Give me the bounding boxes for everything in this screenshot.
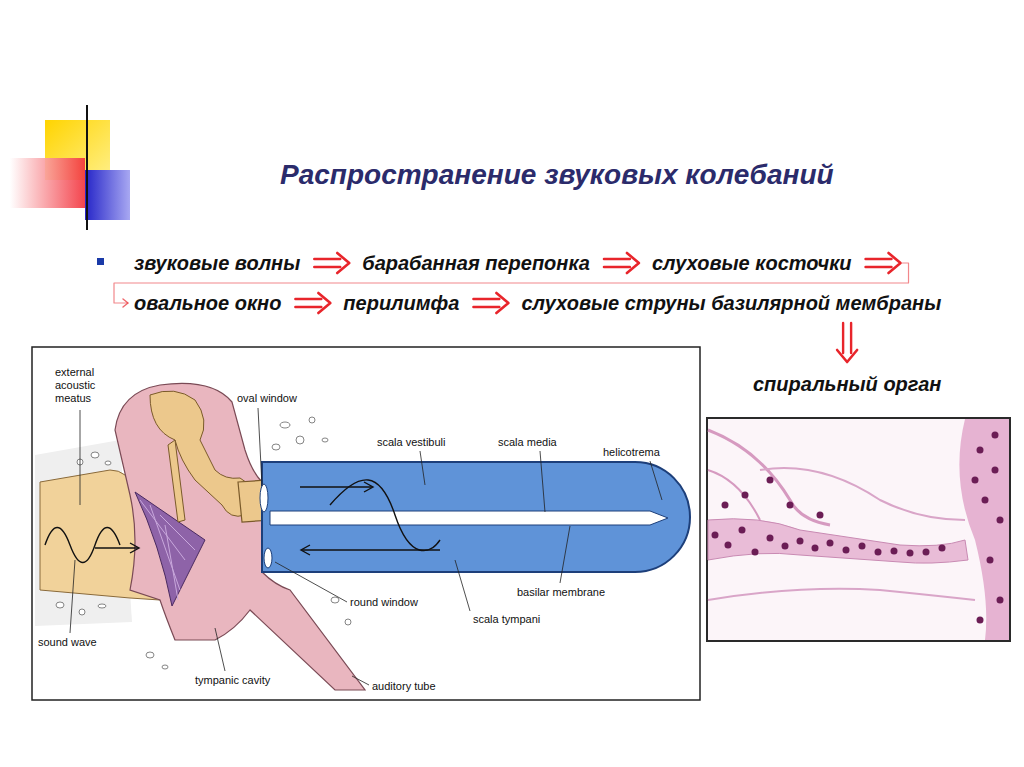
flow-arrow bbox=[314, 253, 349, 273]
part-label: scala tympani bbox=[473, 613, 540, 626]
part-label: basilar membrane bbox=[517, 586, 605, 599]
part-label: auditory tube bbox=[372, 680, 436, 693]
slide-title: Распространение звуковых колебаний bbox=[280, 158, 834, 192]
part-label: round window bbox=[350, 596, 418, 609]
flow-step: барабанная перепонка bbox=[360, 251, 592, 275]
flow-arrow bbox=[295, 293, 330, 313]
flow-step: слуховые струны базилярной мембраны bbox=[519, 291, 943, 315]
step-text: перилимфа bbox=[343, 292, 459, 314]
arrow-stroke bbox=[866, 259, 892, 267]
flow-step: спиральный орган bbox=[751, 372, 943, 396]
part-label: external acoustic meatus bbox=[55, 366, 105, 405]
part-label: scala vestibuli bbox=[377, 436, 445, 449]
arrow-stroke bbox=[496, 293, 508, 313]
step-text: спиральный орган bbox=[753, 373, 941, 395]
leader-lines bbox=[70, 408, 662, 685]
arrow-stroke bbox=[337, 253, 349, 273]
flow-arrow bbox=[473, 293, 508, 313]
arrow-stroke bbox=[295, 299, 321, 307]
arrow-stroke bbox=[837, 350, 857, 362]
flow-step: овальное окно bbox=[132, 291, 283, 315]
histology-image bbox=[707, 418, 1010, 641]
part-label: oval window bbox=[237, 392, 297, 405]
part-label: scala media bbox=[498, 436, 557, 449]
arrow-stroke bbox=[123, 299, 128, 307]
arrow-stroke bbox=[843, 323, 851, 353]
flow-step: слуховые косточки bbox=[650, 251, 854, 275]
step-text: слуховые струны базилярной мембраны bbox=[521, 292, 941, 314]
flow-arrow bbox=[837, 323, 857, 362]
part-label: helicotrema bbox=[603, 446, 660, 459]
part-label: tympanic cavity bbox=[195, 674, 270, 687]
arrow-stroke bbox=[318, 293, 330, 313]
arrow-stroke bbox=[473, 299, 499, 307]
arrow-stroke bbox=[627, 253, 639, 273]
flow-arrow bbox=[604, 253, 639, 273]
ear-drawing bbox=[32, 347, 700, 700]
part-label: sound wave bbox=[38, 636, 97, 649]
flow-step: звуковые волны bbox=[132, 251, 302, 275]
bullet bbox=[97, 258, 104, 265]
step-text: овальное окно bbox=[134, 292, 281, 314]
arrow-stroke bbox=[604, 259, 630, 267]
arrow-stroke bbox=[889, 253, 901, 273]
step-text: звуковые волны bbox=[134, 252, 300, 274]
flow-step: перилимфа bbox=[341, 291, 461, 315]
corner-decoration bbox=[10, 105, 1000, 230]
step-text: слуховые косточки bbox=[652, 252, 852, 274]
step-text: барабанная перепонка bbox=[362, 252, 590, 274]
arrow-stroke bbox=[314, 259, 340, 267]
